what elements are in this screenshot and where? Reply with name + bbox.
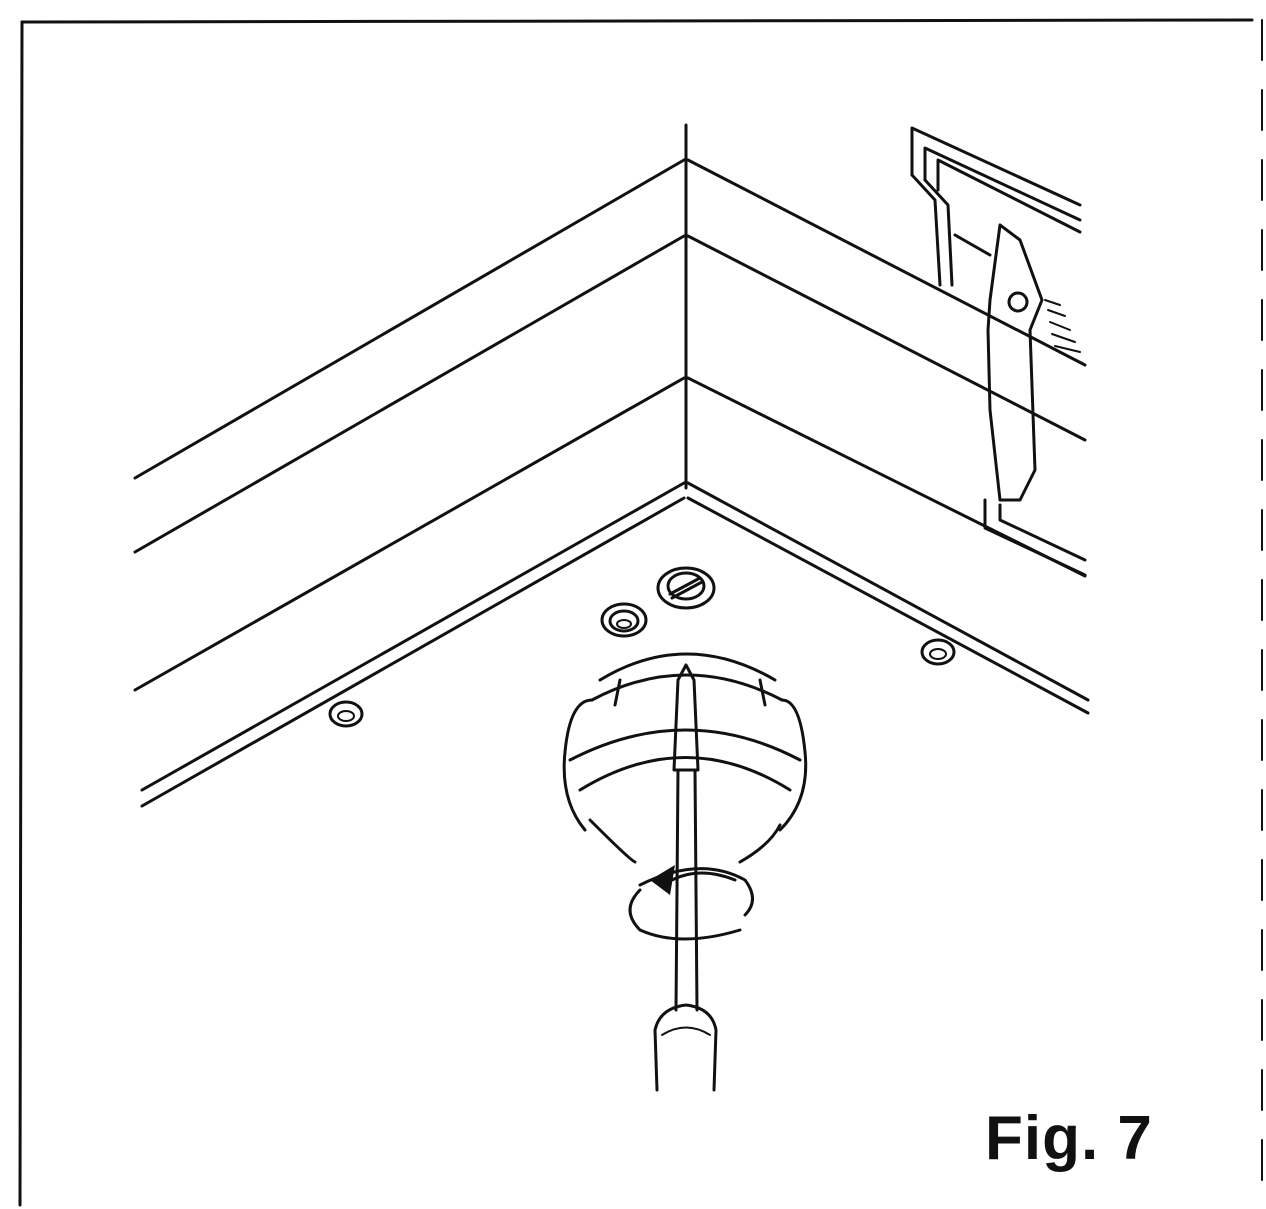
- screw-hole-right: [920, 638, 956, 666]
- hinge-bracket: [910, 126, 1087, 577]
- screwdriver: [653, 663, 718, 1092]
- screw-holes: [328, 566, 956, 728]
- cabinet-corner: [133, 123, 1090, 808]
- figure-label: Fig. 7: [985, 1104, 1153, 1173]
- foot-knob: [562, 652, 808, 864]
- adjusting-screw: [656, 566, 716, 610]
- screw-hole-center: [600, 602, 648, 638]
- screw-hole-left: [328, 700, 364, 728]
- rotation-arrow-icon: [628, 865, 754, 941]
- page-frame: [18, 18, 1263, 1207]
